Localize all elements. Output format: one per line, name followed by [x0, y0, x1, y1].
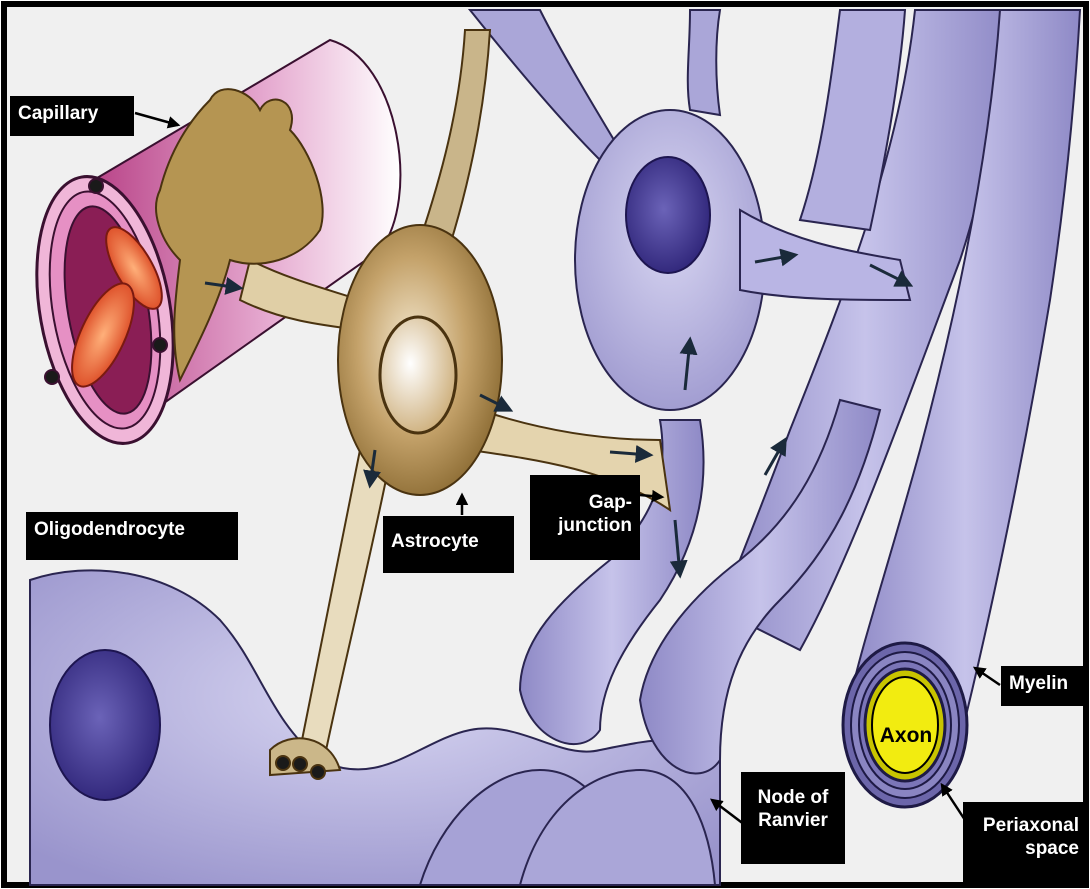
oligodendrocyte-label: Oligodendrocyte [26, 512, 238, 560]
axon-label: Axon [866, 724, 946, 748]
myelin-label: Myelin [1001, 666, 1087, 706]
node-of-ranvier-label: Node of Ranvier [741, 772, 845, 864]
capillary-label: Capillary [10, 96, 134, 136]
periaxonal-space-label: Periaxonal space [963, 802, 1087, 884]
gap-junction-label: Gap- junction [530, 475, 640, 560]
astrocyte-label: Astrocyte [383, 516, 514, 573]
